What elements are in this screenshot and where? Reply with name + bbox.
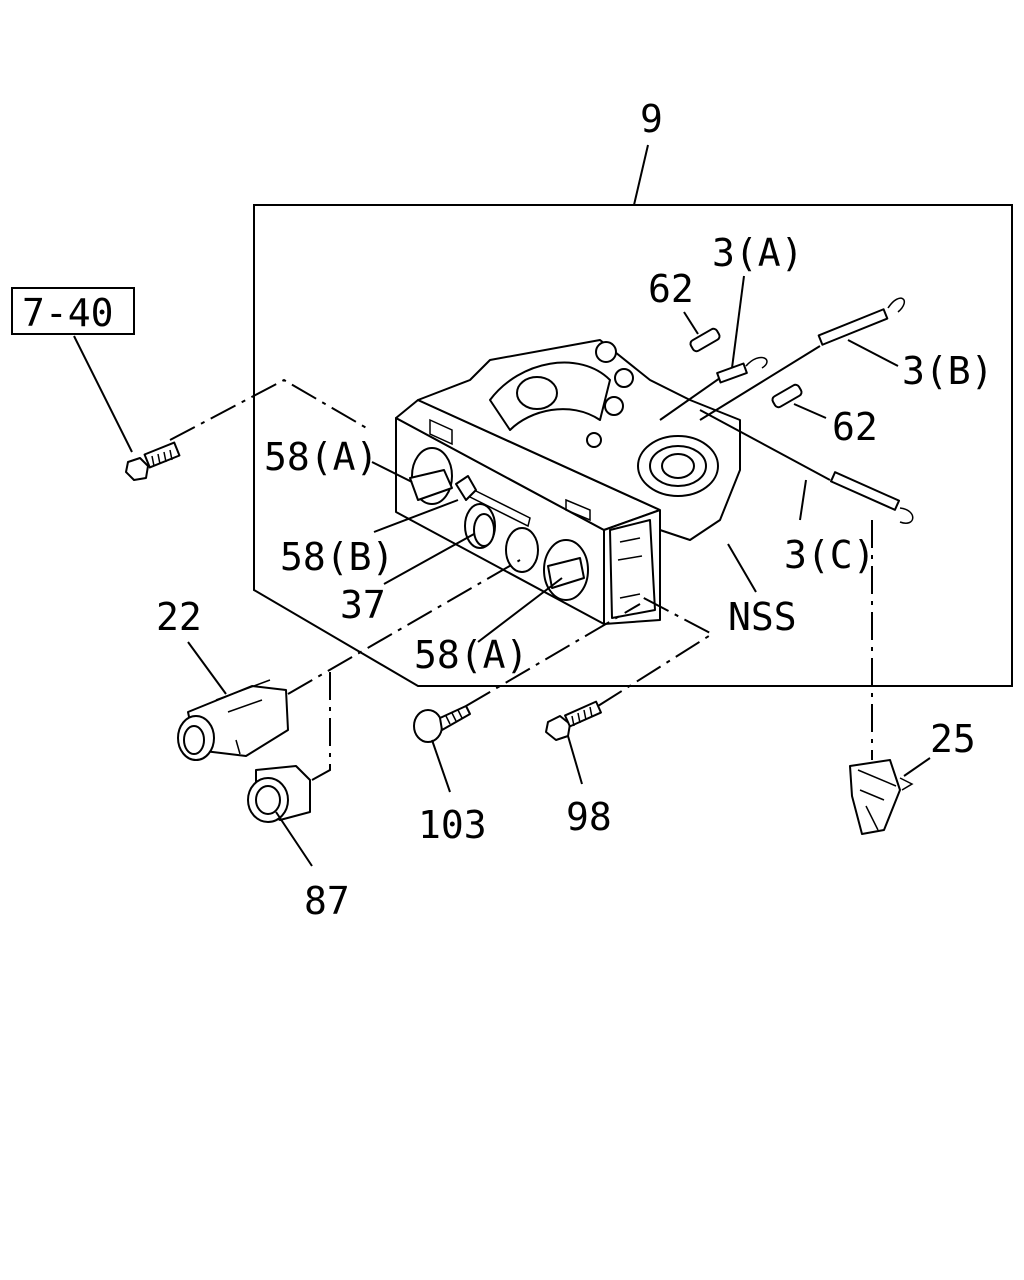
bolt-icon [125,441,181,481]
label-screw-103: 103 [418,803,487,847]
label-clip-62-top: 62 [648,267,694,311]
screw-icon [545,700,602,741]
label-nss: NSS [728,595,797,639]
label-screw-98: 98 [566,795,612,839]
clips-62 [689,327,803,409]
leader-lines [73,275,931,867]
cables [659,297,914,524]
cable-clamp-icon [849,759,914,835]
label-clamp-25: 25 [930,717,976,761]
label-knob-58a-lower: 58(A) [414,633,528,677]
label-knob-58b: 58(B) [280,535,394,579]
label-switch-22: 22 [156,595,202,639]
callouts: 9 7-40 3(A) 3(B) 3(C) 62 62 58(A) 58(B) … [22,97,994,923]
label-assembly-9: 9 [640,97,663,141]
label-knob-58a-upper: 58(A) [264,435,378,479]
label-clip-62-right: 62 [832,405,878,449]
label-ref-7-40: 7-40 [22,291,114,335]
tapping-screw-icon [413,705,471,743]
control-panel-body [395,339,741,625]
bezel-icon [247,765,311,823]
label-cable-3c: 3(C) [784,533,876,577]
label-cable-3a: 3(A) [712,231,804,275]
label-cable-3b: 3(B) [902,349,994,393]
ref-box-7-40 [11,287,135,335]
label-lens-37: 37 [340,583,386,627]
assembly-frame [253,144,1013,687]
label-bezel-87: 87 [304,879,350,923]
switch-icon [177,679,289,761]
